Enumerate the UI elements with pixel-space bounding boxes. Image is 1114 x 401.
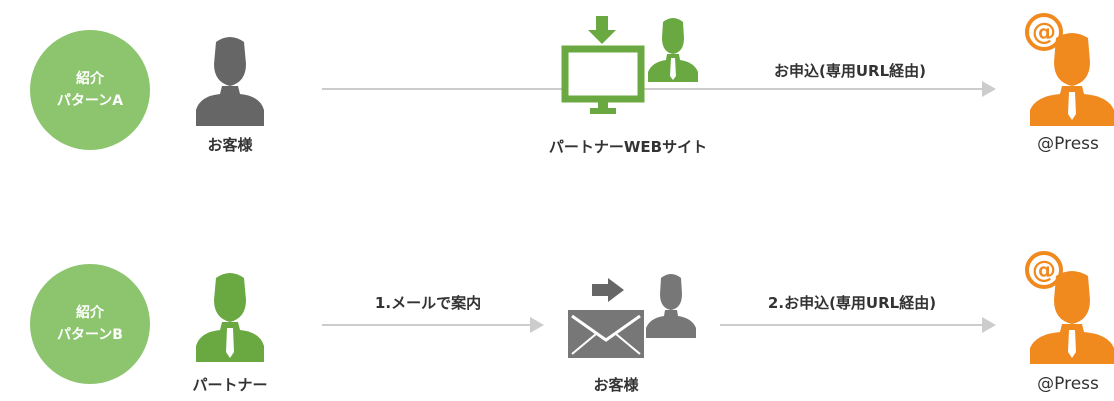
partner-person-small-icon bbox=[648, 18, 698, 82]
press-label-b: @Press bbox=[1037, 374, 1099, 394]
mail-icon bbox=[568, 278, 644, 358]
arrow-b2-label: 2.お申込(専用URL経由) bbox=[767, 294, 937, 312]
customer-person-small-icon bbox=[646, 274, 696, 338]
svg-text:@: @ bbox=[1032, 256, 1056, 284]
customer-person-icon bbox=[196, 37, 264, 126]
partner-website-label: パートナーWEBサイト bbox=[548, 138, 708, 156]
pattern-b-badge: 紹介 パターンB bbox=[30, 264, 150, 384]
svg-text:@: @ bbox=[1032, 18, 1056, 46]
partner-person-icon bbox=[196, 273, 264, 362]
customer-label-b: お客様 bbox=[593, 376, 639, 394]
partner-label-b: パートナー bbox=[192, 376, 268, 394]
monitor-icon bbox=[561, 16, 645, 114]
customer-label-a: お客様 bbox=[207, 136, 253, 154]
pattern-a-badge-line2: パターンA bbox=[56, 93, 124, 109]
arrow-b1-label: 1.メールで案内 bbox=[374, 294, 482, 312]
pattern-b-badge-line1: 紹介 bbox=[76, 305, 104, 321]
pattern-a-badge-line1: 紹介 bbox=[76, 71, 104, 87]
press-person-icon: @ bbox=[1025, 13, 1114, 126]
press-label-a: @Press bbox=[1037, 134, 1099, 154]
press-person-icon-b: @ bbox=[1025, 251, 1114, 364]
pattern-b-badge-line2: パターンB bbox=[57, 327, 123, 343]
arrow-a-label: お申込(専用URL経由) bbox=[773, 62, 927, 80]
pattern-a-badge: 紹介 パターンA bbox=[30, 30, 150, 150]
